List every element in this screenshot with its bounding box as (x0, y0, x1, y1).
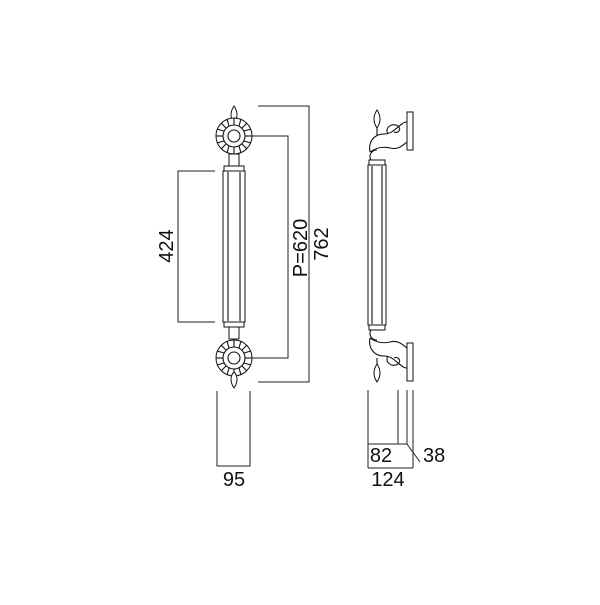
rosette-width-dimension (216, 391, 251, 467)
bottom-finial-icon (230, 371, 238, 389)
bottom-collar (228, 326, 240, 340)
overall-length-dimension (258, 105, 310, 383)
top-collar (228, 153, 240, 167)
projection-label: 124 (371, 469, 404, 491)
grip-bar (222, 170, 246, 323)
base-thickness-label: 38 (423, 445, 445, 467)
standoff-label: 82 (370, 445, 392, 467)
bottom-scroll-bracket-icon (369, 337, 408, 369)
grip-length-label: 424 (156, 229, 178, 262)
pitch-label: P=620 (290, 219, 312, 277)
rosette-width-label: 95 (223, 469, 245, 491)
bottom-rosette-icon (215, 339, 253, 377)
overall-length-label: 762 (311, 227, 333, 260)
side-grip-bar (367, 164, 387, 326)
base-thickness-dimension (406, 443, 421, 463)
top-rosette-icon (215, 117, 253, 155)
side-top-finial-icon (373, 109, 381, 129)
side-bottom-finial-icon (373, 363, 381, 383)
top-scroll-bracket-icon (369, 121, 408, 153)
bottom-base-plate (406, 342, 414, 382)
pitch-dimension (250, 135, 289, 359)
front-view: 424 P=620 762 95 (156, 105, 333, 491)
grip-length-dimension (177, 170, 215, 323)
side-view: 82 38 124 (367, 109, 445, 491)
top-base-plate (406, 111, 414, 151)
